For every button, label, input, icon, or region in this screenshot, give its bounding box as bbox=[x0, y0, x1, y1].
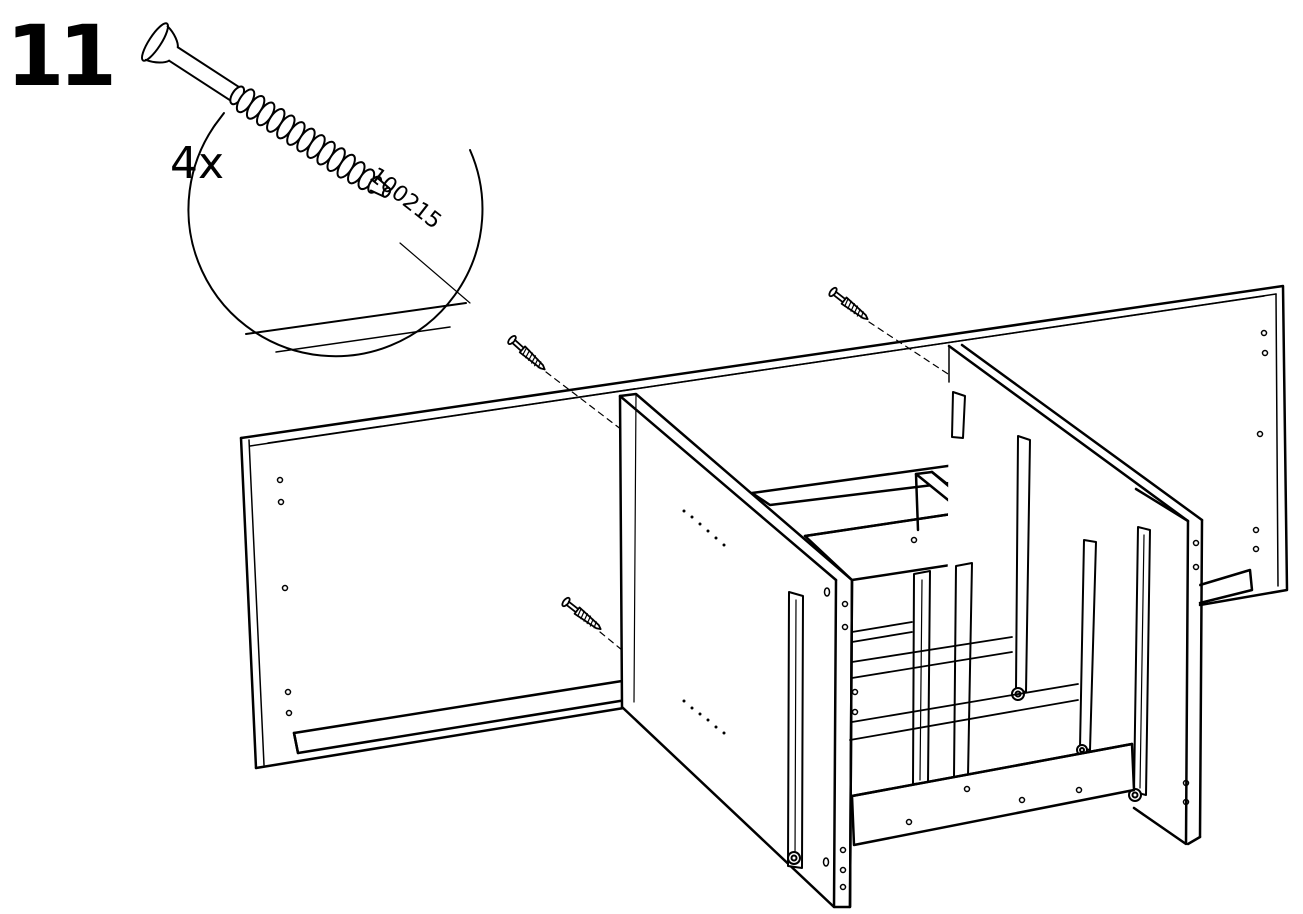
magnifier-detail-icon bbox=[187, 112, 484, 358]
left-side-panel bbox=[618, 392, 854, 909]
back-panel bbox=[239, 284, 1289, 770]
step-number: 11 bbox=[6, 7, 117, 105]
drawer-runners bbox=[787, 391, 1151, 869]
bottom-rail-holes bbox=[851, 688, 1083, 826]
part-number-label: 100215 bbox=[364, 163, 446, 234]
screw-icon bbox=[507, 286, 949, 651]
back-panel-holes bbox=[276, 329, 1269, 717]
bottom-rails bbox=[849, 621, 1136, 847]
quantity-label: 4x bbox=[170, 138, 224, 189]
left-panel-edge-holes bbox=[822, 587, 849, 891]
screw-icon bbox=[141, 22, 392, 198]
left-side-panel-holes bbox=[682, 509, 726, 735]
right-panel-holes bbox=[1182, 539, 1200, 806]
